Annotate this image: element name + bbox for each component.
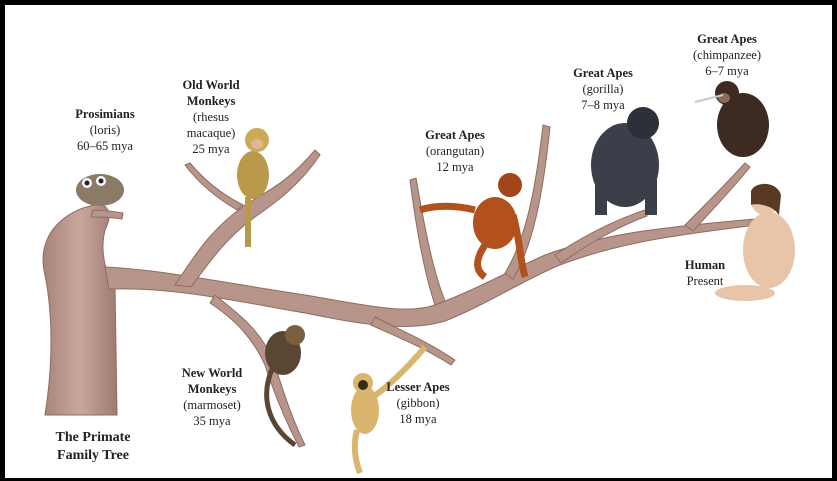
group-name: New World [162, 365, 262, 381]
label-new-world-monkeys: New World Monkeys (marmoset) 35 mya [162, 365, 262, 429]
group-name: Great Apes [557, 65, 649, 81]
twig-old-world [185, 163, 243, 210]
group-example: (loris) [55, 122, 155, 138]
tree-trunk [43, 205, 117, 415]
group-name: Human [665, 257, 745, 273]
group-name: Prosimians [55, 106, 155, 122]
group-name: Old World [161, 77, 261, 93]
group-age: 7–8 mya [557, 97, 649, 113]
label-chimpanzee: Great Apes (chimpanzee) 6–7 mya [677, 31, 777, 79]
label-lesser-apes: Lesser Apes (gibbon) 18 mya [373, 379, 463, 427]
marmoset-figure [265, 325, 305, 445]
title-line: Family Tree [41, 447, 145, 465]
loris-figure [76, 174, 124, 206]
group-age: Present [665, 273, 745, 289]
diagram-title: The Primate Family Tree [41, 429, 145, 465]
label-gorilla: Great Apes (gorilla) 7–8 mya [557, 65, 649, 113]
group-name: Monkeys [161, 93, 261, 109]
group-example: (chimpanzee) [677, 47, 777, 63]
orangutan-figure [420, 173, 525, 277]
group-example: (marmoset) [162, 397, 262, 413]
group-name: Monkeys [162, 381, 262, 397]
group-age: 6–7 mya [677, 63, 777, 79]
group-example: macaque) [161, 125, 261, 141]
title-line: The Primate [41, 429, 145, 447]
branch-orangutan [410, 178, 445, 305]
group-example: (rhesus [161, 109, 261, 125]
group-example: (orangutan) [407, 143, 503, 159]
chimpanzee-figure [695, 81, 769, 157]
group-age: 18 mya [373, 411, 463, 427]
group-name: Great Apes [407, 127, 503, 143]
group-age: 60–65 mya [55, 138, 155, 154]
group-age: 12 mya [407, 159, 503, 175]
group-age: 25 mya [161, 141, 261, 157]
group-name: Great Apes [677, 31, 777, 47]
group-name: Lesser Apes [373, 379, 463, 395]
label-old-world-monkeys: Old World Monkeys (rhesus macaque) 25 my… [161, 77, 261, 157]
gorilla-figure [591, 107, 659, 215]
label-prosimians: Prosimians (loris) 60–65 mya [55, 106, 155, 154]
group-example: (gorilla) [557, 81, 649, 97]
label-orangutan: Great Apes (orangutan) 12 mya [407, 127, 503, 175]
group-example: (gibbon) [373, 395, 463, 411]
label-human: Human Present [665, 257, 745, 289]
group-age: 35 mya [162, 413, 262, 429]
